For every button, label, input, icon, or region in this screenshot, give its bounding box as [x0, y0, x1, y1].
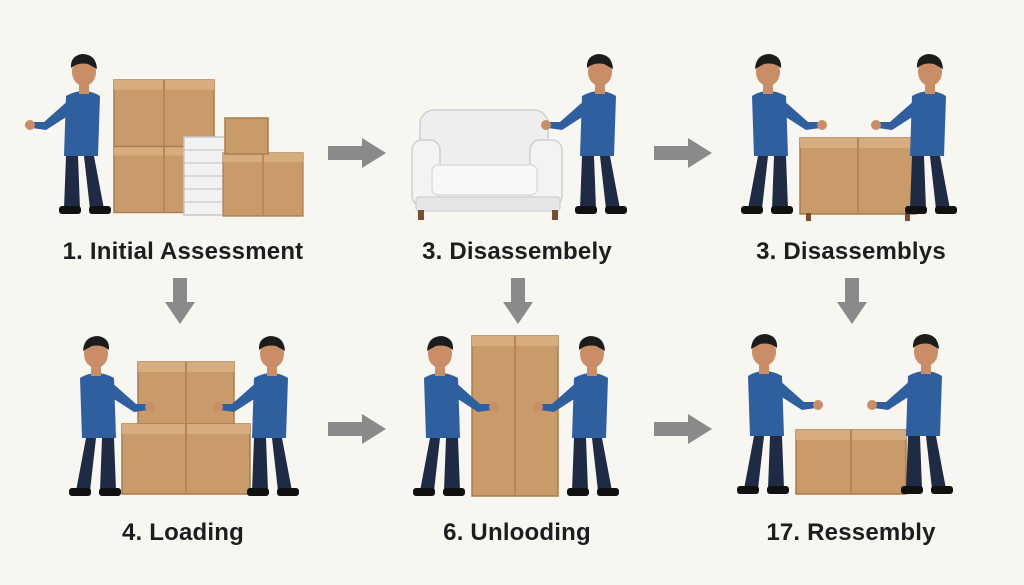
step-label-ressembly: 17. Ressembly [766, 519, 936, 546]
step-label-loading: 4. Loading [122, 519, 244, 546]
flow-arrows [165, 138, 867, 444]
arrow-right-icon [328, 138, 386, 168]
scene-loading [69, 336, 299, 496]
scene-disassembely [411, 54, 627, 220]
scene-unlooding [413, 335, 619, 497]
step-label-unlooding: 6. Unlooding [443, 519, 591, 546]
arrow-down-icon [837, 278, 867, 324]
step-label-disassembely: 3. Disassembely [422, 238, 612, 265]
arrow-right-icon [654, 138, 712, 168]
scene-ressembly [737, 334, 953, 495]
scene-disassemblys [741, 54, 957, 221]
arrow-right-icon [328, 414, 386, 444]
step-label-initial-assessment: 1. Initial Assessment [62, 238, 304, 265]
scene-initial-assessment [25, 54, 304, 217]
arrow-right-icon [654, 414, 712, 444]
arrow-down-icon [165, 278, 195, 324]
step-label-disassemblys: 3. Disassemblys [756, 238, 946, 265]
arrow-down-icon [503, 278, 533, 324]
